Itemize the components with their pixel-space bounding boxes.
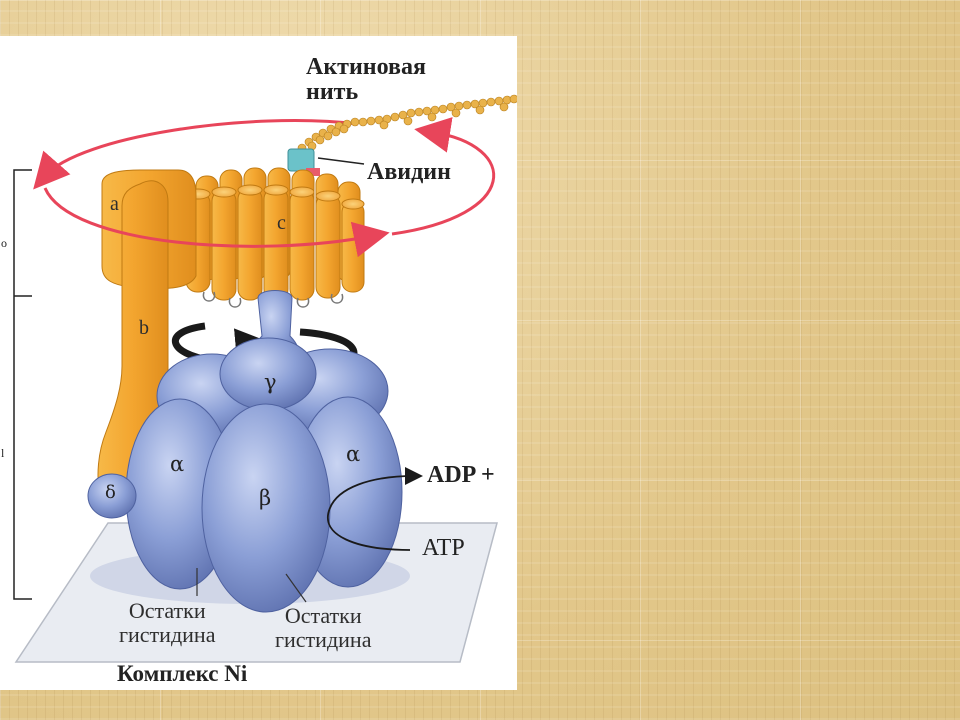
red-rotation-arrow-back bbox=[33, 119, 359, 190]
label-subunit-beta: β bbox=[259, 486, 272, 510]
f1-head bbox=[125, 337, 403, 613]
actin-filament bbox=[297, 94, 517, 153]
subunit-delta bbox=[87, 473, 137, 519]
label-subunit-alpha-left: α bbox=[170, 452, 185, 476]
label-actin-filament: Актиновая нить bbox=[306, 54, 426, 105]
atp-synthase-figure: Актиновая нить Авидин a c b γ α α β δ AD… bbox=[0, 36, 517, 690]
left-edge-letter-top: o bbox=[1, 236, 7, 250]
histidine-right-pointer bbox=[285, 573, 307, 603]
left-bracket bbox=[13, 169, 32, 600]
label-subunit-alpha-right: α bbox=[346, 442, 361, 466]
c-ring bbox=[185, 167, 365, 301]
label-subunit-c: c bbox=[277, 212, 286, 234]
red-rotation-arrow-front bbox=[43, 187, 390, 258]
atp-adp-arrow bbox=[327, 467, 423, 551]
label-subunit-delta: δ bbox=[105, 482, 116, 503]
avidin-pointer bbox=[317, 157, 365, 165]
label-ni-complex: Комплекс Ni bbox=[117, 661, 248, 686]
label-atp: ATP bbox=[422, 535, 465, 561]
red-rotation-arrow-right bbox=[391, 117, 496, 236]
label-subunit-gamma: γ bbox=[264, 370, 277, 394]
left-edge-letter-bottom: l bbox=[1, 446, 5, 460]
label-subunit-b: b bbox=[139, 317, 149, 339]
label-subunit-a: a bbox=[110, 193, 119, 215]
atp-synthase-drawing bbox=[13, 94, 517, 663]
label-avidin: Авидин bbox=[367, 159, 451, 185]
label-adp: ADP + bbox=[427, 462, 495, 488]
label-histidine-left: Остатки гистидина bbox=[119, 598, 216, 647]
label-histidine-right: Остатки гистидина bbox=[275, 603, 372, 652]
